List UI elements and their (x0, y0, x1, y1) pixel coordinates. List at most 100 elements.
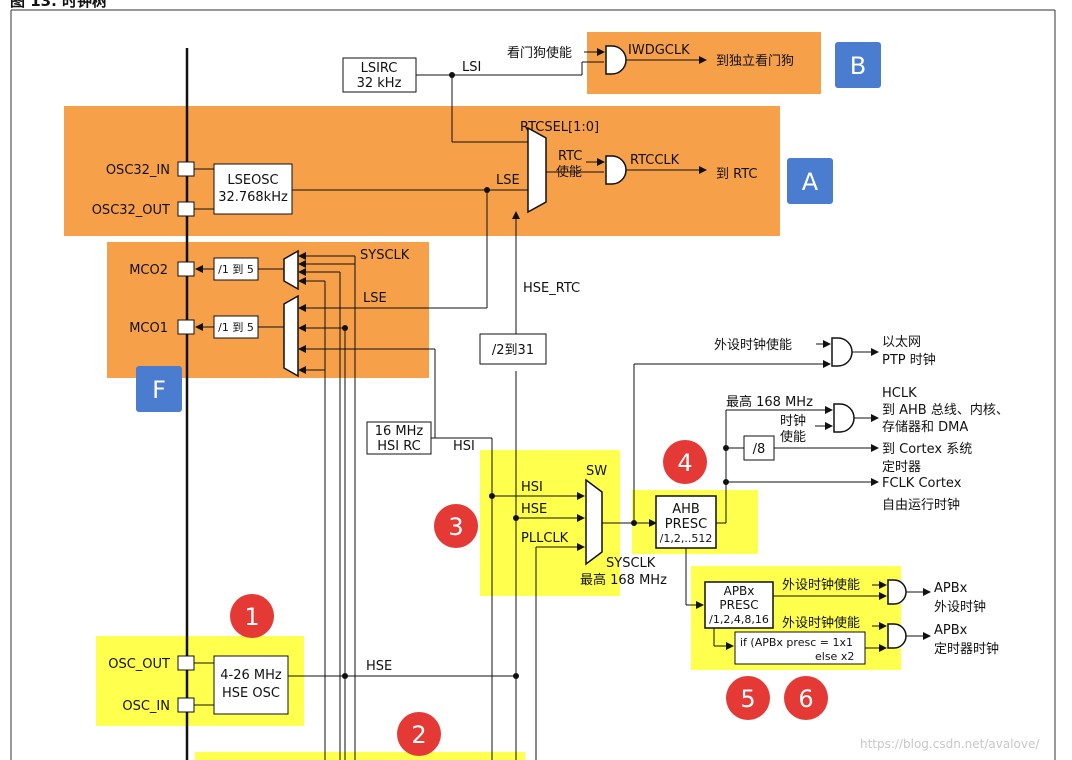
sw-mux (585, 478, 603, 566)
timer-mult-label-2: else x2 (815, 650, 854, 663)
badge-a: A (787, 158, 833, 204)
figure-caption: 图 13. 时钟树 (10, 0, 107, 10)
signal-lse: LSE (496, 173, 520, 188)
badge-5: 5 (726, 676, 770, 720)
badge-4-label: 4 (677, 449, 692, 477)
hclk-enable-label-1: 时钟 (780, 413, 806, 429)
pin-label-osc32-out: OSC32_OUT (92, 203, 170, 218)
lsirc-freq: 32 kHz (357, 76, 402, 91)
hseosc-block (213, 655, 289, 715)
hsirc-block (366, 421, 432, 455)
badge-6-label: 6 (798, 685, 813, 713)
junction-dot (449, 72, 455, 78)
eth-out-label-2: PTP 时钟 (882, 352, 936, 368)
badge-2: 2 (397, 712, 441, 756)
ahb-presc-label-2: PRESC (665, 517, 707, 532)
signal-hse-rtc: HSE_RTC (523, 281, 580, 296)
region-2-partial (195, 752, 525, 760)
rtcsel-label: RTCSEL[1:0] (520, 120, 599, 135)
hclk-max-label: 最高 168 MHz (726, 394, 813, 410)
sw-label: SW (586, 464, 607, 479)
pin-mco2 (177, 261, 195, 277)
badge-f: F (136, 366, 182, 412)
iwdg-and-gate (605, 45, 627, 75)
apb-timer-and-gate (887, 623, 907, 649)
ahb-presc-block (655, 495, 717, 549)
apb-enable-label-1: 外设时钟使能 (782, 577, 860, 593)
iwdgclk-label: IWDGCLK (628, 43, 690, 58)
junction-dot (342, 673, 348, 679)
div8-label: /8 (753, 442, 766, 457)
rtc-and-gate (605, 155, 627, 185)
timer-mult-label-1: if (APBx presc = 1x1 (740, 636, 853, 649)
mco1-mux (283, 294, 299, 378)
timer-mult-block (734, 631, 866, 665)
mco2-divider-label: /1 到 5 (218, 263, 254, 276)
rtc-mux (527, 126, 547, 214)
junction-dot (513, 673, 519, 679)
rtcclk-label: RTCCLK (630, 153, 680, 168)
pin-osc32-out (177, 201, 195, 217)
region-a (64, 106, 780, 236)
mco1-divider-label: /1 到 5 (218, 321, 254, 334)
region-f (107, 242, 429, 378)
watermark: https://blog.csdn.net/avalove/ (860, 737, 1040, 751)
badge-f-label: F (152, 376, 166, 404)
signal-hse: HSE (366, 659, 392, 674)
badge-2-label: 2 (411, 721, 426, 749)
lseosc-block (213, 163, 293, 215)
pin-label-osc-in: OSC_IN (122, 699, 170, 714)
pin-osc32-in (177, 161, 195, 177)
ahb-presc-label-1: AHB (672, 502, 700, 517)
pin-label-mco1: MCO1 (129, 321, 168, 336)
junction-dot (489, 493, 495, 499)
sw-pllclk-label: PLLCLK (521, 531, 569, 546)
badge-b: B (835, 42, 881, 88)
mco2-mux (283, 249, 299, 291)
apb-presc-block (704, 581, 774, 629)
lsirc-label: LSIRC (361, 61, 398, 76)
apb-presc-label-1: APBx (724, 584, 755, 598)
hclk-and-gate (833, 403, 855, 433)
pin-mco1 (177, 319, 195, 335)
eth-enable-label: 外设时钟使能 (714, 337, 792, 353)
badge-1-label: 1 (244, 603, 259, 631)
badge-5-label: 5 (740, 685, 755, 713)
eth-and-gate (831, 337, 853, 367)
signal-lsi: LSI (462, 60, 481, 75)
signal-sysclk-mco: SYSCLK (360, 248, 410, 263)
iwdg-enable-label: 看门狗使能 (507, 45, 572, 61)
rtc-divider-label: /2到31 (492, 343, 534, 358)
apb-timer-label-2: 定时器时钟 (934, 641, 999, 657)
cortex-out-label-2: 定时器 (882, 460, 921, 475)
apb-periph-and-gate (887, 579, 907, 605)
hsirc-freq: 16 MHz (375, 424, 424, 439)
badge-3-label: 3 (448, 513, 463, 541)
lseosc-label: LSEOSC (227, 173, 278, 188)
sw-hse-label: HSE (521, 502, 547, 517)
rtc-enable-label-1: RTC (558, 149, 582, 164)
pin-osc-in (177, 697, 195, 713)
eth-out-label-1: 以太网 (882, 335, 921, 350)
hseosc-freq: 4-26 MHz (220, 668, 282, 683)
hseosc-label: HSE OSC (222, 686, 280, 701)
fclk-out-label-2: 自由运行时钟 (882, 497, 960, 513)
apb-enable-label-2: 外设时钟使能 (782, 615, 860, 631)
hclk-out-label-3: 存储器和 DMA (882, 420, 968, 435)
iwdg-dest-label: 到独立看门狗 (716, 53, 794, 69)
cortex-out-label-1: 到 Cortex 系统 (882, 442, 972, 457)
badge-6: 6 (784, 676, 828, 720)
rtc-enable-label-2: 使能 (556, 164, 582, 180)
badge-a-label: A (802, 168, 819, 196)
apb-timer-label-1: APBx (934, 623, 968, 638)
apb-periph-label-1: APBx (934, 581, 968, 596)
sysclk-label: SYSCLK (606, 556, 656, 571)
hsirc-label: HSI RC (377, 439, 420, 454)
apb-presc-label-2: PRESC (719, 598, 758, 612)
pin-label-mco2: MCO2 (129, 263, 168, 278)
apb-presc-label-3: /1,2,4,8,16 (709, 613, 769, 626)
signal-hsi: HSI (453, 439, 475, 454)
hclk-enable-label-2: 使能 (780, 429, 806, 445)
pin-label-osc32-in: OSC32_IN (106, 163, 170, 178)
